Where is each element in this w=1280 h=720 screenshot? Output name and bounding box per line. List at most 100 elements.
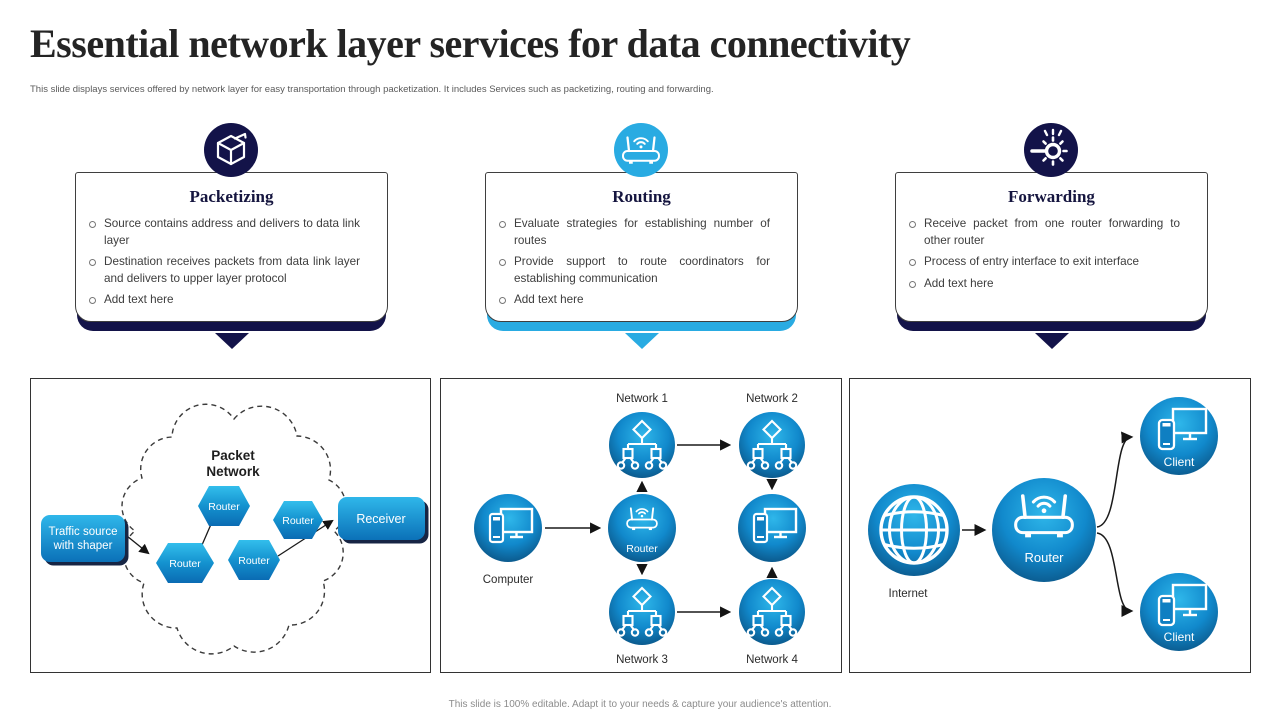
forwarding-diagram: Internet Router	[849, 378, 1251, 673]
bullet-text: Add text here	[924, 276, 994, 290]
wifi-router-icon	[626, 507, 658, 531]
router-label: Router	[1024, 550, 1064, 565]
packet-network-cloud: Packet Network	[121, 403, 347, 655]
client-bottom-node: Client	[1140, 573, 1218, 651]
connector-arrows	[962, 431, 1134, 617]
bullet-marker	[499, 297, 506, 304]
bullet-marker	[909, 259, 916, 266]
bullet-list: Receive packet from one router forwardin…	[908, 216, 1207, 292]
internet-label: Internet	[889, 588, 929, 600]
card-routing: Routing Evaluate strategies for establis…	[485, 123, 798, 354]
router-hexagon: Router	[273, 501, 323, 539]
cloud-label-line2: Network	[206, 464, 260, 479]
router-label: Router	[282, 515, 314, 527]
router-hexagons: Router Router Router Router	[156, 486, 323, 583]
card-body: Forwarding Receive packet from one route…	[895, 172, 1208, 322]
internet-node: Internet	[868, 484, 960, 600]
traffic-source-label-line2: with shaper	[53, 540, 113, 552]
router-hexagon: Router	[228, 540, 280, 580]
router-label: Router	[169, 558, 201, 570]
client-label: Client	[1164, 630, 1195, 644]
list-item: Process of entry interface to exit inter…	[908, 254, 1180, 271]
card-packetizing: Packetizing Source contains address and …	[75, 123, 388, 354]
wifi-router-icon	[614, 123, 668, 177]
destination-computer-node	[738, 494, 806, 562]
card-body: Packetizing Source contains address and …	[75, 172, 388, 322]
down-pointer	[214, 333, 249, 349]
card-forwarding: Forwarding Receive packet from one route…	[895, 123, 1208, 354]
footer-note: This slide is 100% editable. Adapt it to…	[448, 699, 832, 710]
list-item: Receive packet from one router forwardin…	[908, 216, 1180, 249]
page-title: Essential network layer services for dat…	[30, 21, 911, 66]
bullet-marker	[909, 221, 916, 228]
client-top-node: Client	[1140, 397, 1218, 475]
bullet-list: Evaluate strategies for establishing num…	[498, 216, 797, 309]
client-label: Client	[1164, 455, 1195, 469]
receiver-label: Receiver	[356, 512, 405, 526]
network4-node: Network 4	[739, 579, 805, 666]
router-label: Router	[626, 543, 658, 555]
network2-label: Network 2	[746, 393, 798, 405]
router-label: Router	[238, 555, 270, 567]
list-item: Destination receives packets from data l…	[88, 254, 360, 287]
computer-label: Computer	[483, 574, 534, 586]
routing-diagram: Network 1 Network 2	[440, 378, 842, 673]
list-item: Evaluate strategies for establishing num…	[498, 216, 770, 249]
bullet-list: Source contains address and delivers to …	[88, 216, 387, 309]
globe-icon	[879, 495, 949, 565]
list-item: Add text here	[908, 276, 1180, 293]
bullet-marker	[499, 221, 506, 228]
network3-label: Network 3	[616, 654, 668, 666]
connector-arrows	[545, 439, 778, 618]
package-icon	[204, 123, 258, 177]
page-subtitle: This slide displays services offered by …	[30, 84, 714, 95]
bullet-text: Receive packet from one router forwardin…	[924, 217, 1180, 247]
packetizing-diagram: Packet Network Traffic source with shape…	[30, 378, 431, 673]
client-icon	[1157, 583, 1208, 627]
router-node: Router	[992, 478, 1096, 582]
network3-node: Network 3	[609, 579, 675, 666]
bullet-text: Evaluate strategies for establishing num…	[514, 217, 770, 247]
computer-icon	[752, 507, 798, 544]
bullet-text: Provide support to route coordinators fo…	[514, 255, 770, 285]
card-body: Routing Evaluate strategies for establis…	[485, 172, 798, 322]
client-icon	[1157, 407, 1208, 451]
down-pointer	[1034, 333, 1069, 349]
router-label: Router	[208, 501, 240, 513]
list-item: Source contains address and delivers to …	[88, 216, 360, 249]
bullet-marker	[89, 259, 96, 266]
network4-label: Network 4	[746, 654, 798, 666]
card-title: Forwarding	[1008, 187, 1095, 206]
bullet-marker	[909, 280, 916, 288]
bullet-marker	[89, 297, 96, 304]
traffic-source-node: Traffic source with shaper	[41, 515, 129, 566]
bullet-text: Process of entry interface to exit inter…	[924, 255, 1140, 268]
bullet-marker	[499, 259, 506, 266]
network1-label: Network 1	[616, 393, 668, 405]
traffic-source-label-line1: Traffic source	[48, 526, 117, 538]
card-title: Routing	[612, 187, 671, 206]
bullet-text: Add text here	[514, 293, 584, 306]
network-icon	[746, 586, 798, 637]
gear-icon	[1024, 123, 1078, 177]
network-icon	[616, 419, 668, 470]
network2-node: Network 2	[739, 393, 805, 478]
cloud-label-line1: Packet	[211, 448, 255, 463]
receiver-node: Receiver	[338, 497, 429, 544]
down-pointer	[624, 333, 659, 349]
bullet-text: Source contains address and delivers to …	[104, 217, 360, 247]
bullet-marker	[89, 221, 96, 228]
router-hexagon: Router	[156, 543, 214, 583]
computer-node: Computer	[474, 494, 542, 586]
network-icon	[616, 586, 668, 637]
card-title: Packetizing	[189, 187, 274, 206]
wifi-router-icon	[1014, 494, 1074, 538]
network-icon	[746, 419, 798, 470]
list-item: Add text here	[88, 292, 360, 309]
router-node: Router	[608, 494, 676, 562]
computer-icon	[488, 507, 534, 544]
list-item: Add text here	[498, 292, 770, 309]
network1-node: Network 1	[609, 393, 675, 478]
bullet-text: Destination receives packets from data l…	[104, 255, 360, 285]
